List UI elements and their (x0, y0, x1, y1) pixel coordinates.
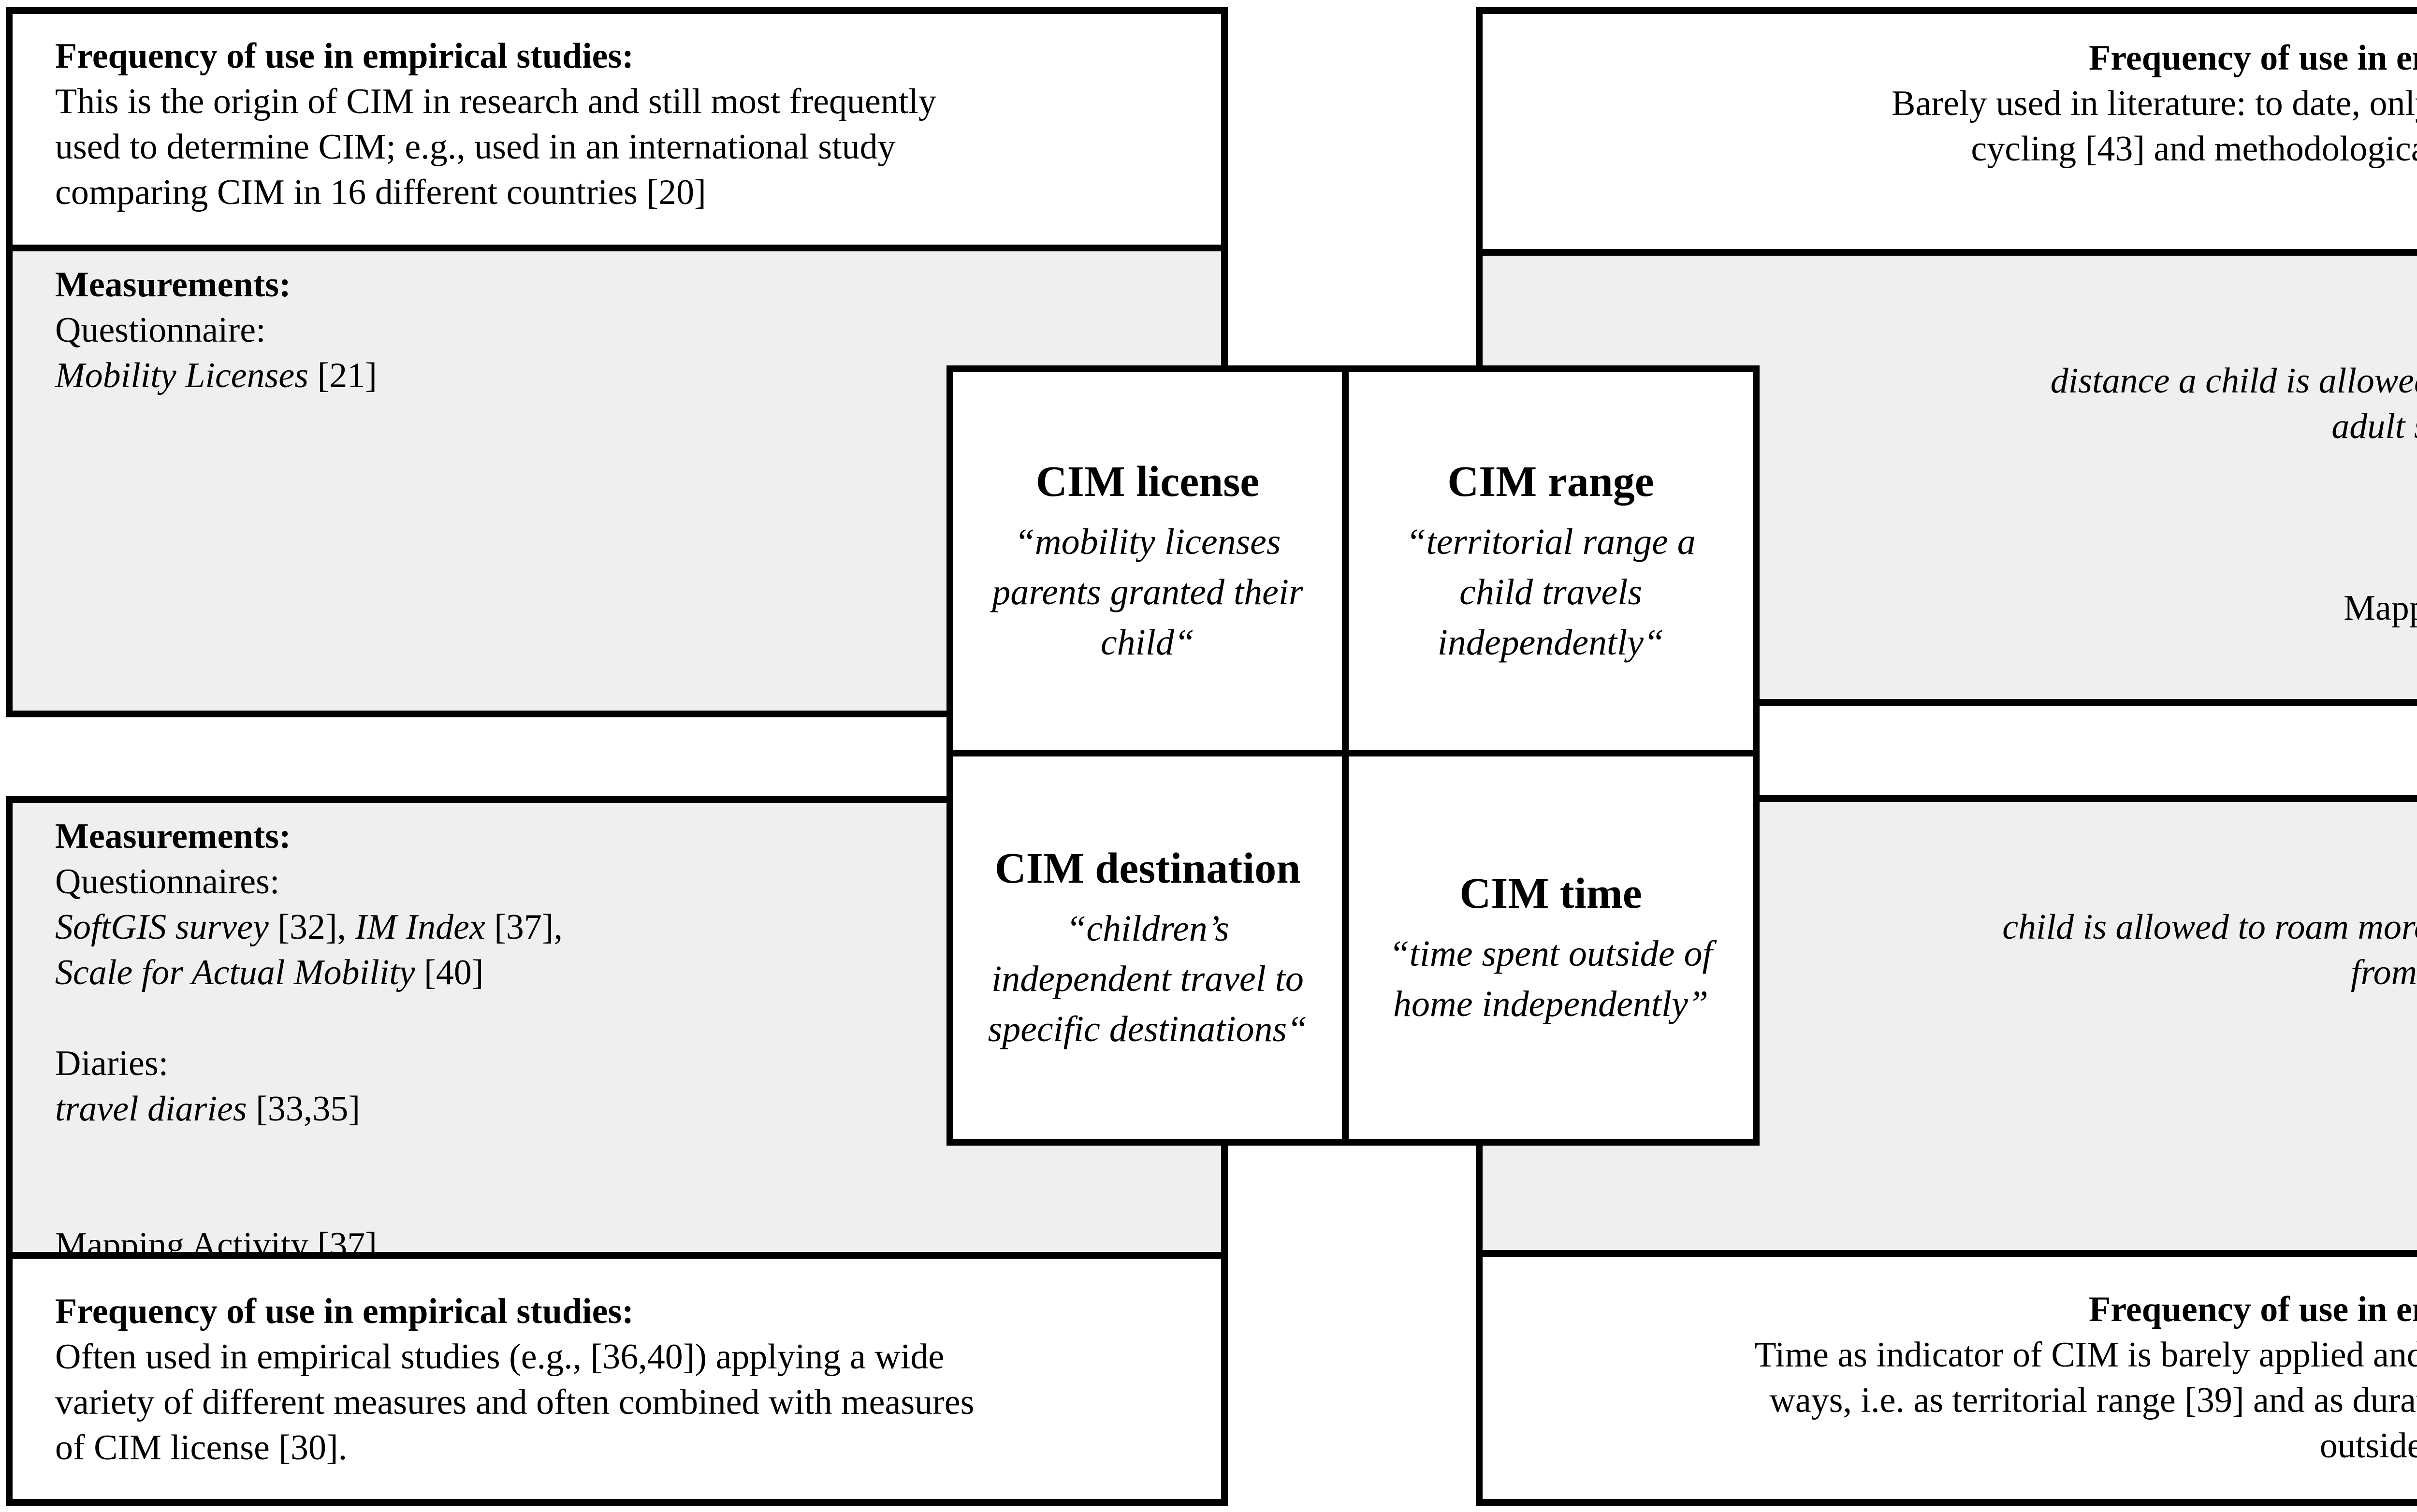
text-line: Mobility Licenses [21] (55, 356, 377, 395)
bottom-right-measurements-lines: Questionnaire:child is allowed to roam m… (1516, 859, 2417, 1086)
cim-range-title: CIM range (1447, 457, 1654, 506)
top-right-measurements-lines: Questionnaire:distance a child is allowe… (1516, 313, 2417, 631)
bottom-left-frequency-title: Frequency of use in empirical studies: (55, 1292, 634, 1331)
text-line: Questionnaire: (1516, 313, 2417, 358)
text-line: SoftGIS survey [32], IM Index [37], (55, 907, 563, 947)
text-line: adult supervision” [43] (2331, 407, 2417, 446)
bottom-right-frequency-box: Frequency of use in empirical studies: T… (1476, 1250, 2417, 1506)
text-line: Mapping exercise [42] (2344, 588, 2417, 628)
text-line: travel diaries [33,35] (55, 1089, 360, 1129)
bottom-right-frequency-body: Time as indicator of CIM is barely appli… (1754, 1335, 2417, 1466)
top-right-frequency-box: Frequency of use in empirical studies: B… (1476, 7, 2417, 256)
text-line: Diaries: (55, 1044, 169, 1083)
text-line: Questionnaire: (55, 310, 266, 350)
top-left-frequency-body: This is the origin of CIM in research an… (55, 82, 936, 212)
text-line: distance a child is allowed to cycle wit… (2050, 361, 2417, 401)
top-left-frequency-box: Frequency of use in empirical studies: T… (6, 7, 1228, 251)
top-left-measurements-title: Measurements: (55, 265, 291, 305)
cim-destination-cell: CIM destination “children’s independent … (953, 756, 1349, 1139)
cim-destination-title: CIM destination (994, 844, 1301, 892)
bottom-left-frequency-box: Frequency of use in empirical studies: O… (6, 1252, 1228, 1506)
text-line: child is allowed to roam more than 15 mi… (2002, 907, 2417, 947)
text-line: from home or not [39] (2351, 953, 2417, 992)
top-left-measurements-lines: Questionnaire: Mobility Licenses [21] (55, 307, 1192, 398)
cim-license-cell: CIM license “mobility licenses parents g… (953, 372, 1349, 756)
cim-range-cell: CIM range “territorial range a child tra… (1349, 372, 1753, 756)
bottom-left-frequency-body: Often used in empirical studies (e.g., [… (55, 1337, 975, 1468)
bottom-right-frequency-title: Frequency of use in empirical studies: (2089, 1290, 2417, 1329)
top-right-frequency-body: Barely used in literature: to date, only… (1892, 84, 2417, 169)
top-left-frequency-title: Frequency of use in empirical studies: (55, 36, 634, 76)
cim-time-quote: “time spent outside of home independentl… (1389, 933, 1713, 1024)
text-line: Scale for Actual Mobility [40] (55, 953, 484, 992)
cim-center-grid: CIM license “mobility licenses parents g… (946, 365, 1760, 1146)
cim-license-quote: “mobility licenses parents granted their… (992, 521, 1303, 663)
top-right-frequency-title: Frequency of use in empirical studies: (2089, 38, 2417, 78)
cim-destination-quote: “children’s independent travel to specif… (988, 908, 1308, 1049)
cim-license-title: CIM license (1035, 457, 1260, 506)
cim-time-title: CIM time (1459, 869, 1642, 917)
cim-time-cell: CIM time “time spent outside of home ind… (1349, 756, 1753, 1139)
bottom-left-measurements-lines: Questionnaires: SoftGIS survey [32], IM I… (55, 859, 1192, 1268)
bottom-left-measurements-title: Measurements: (55, 816, 291, 856)
cim-range-quote: “territorial range a child travels indep… (1406, 521, 1696, 663)
text-line (55, 1177, 1192, 1222)
text-line: Questionnaires: (55, 862, 280, 901)
top-right-measurements-title: Measurements: (1516, 267, 2417, 313)
